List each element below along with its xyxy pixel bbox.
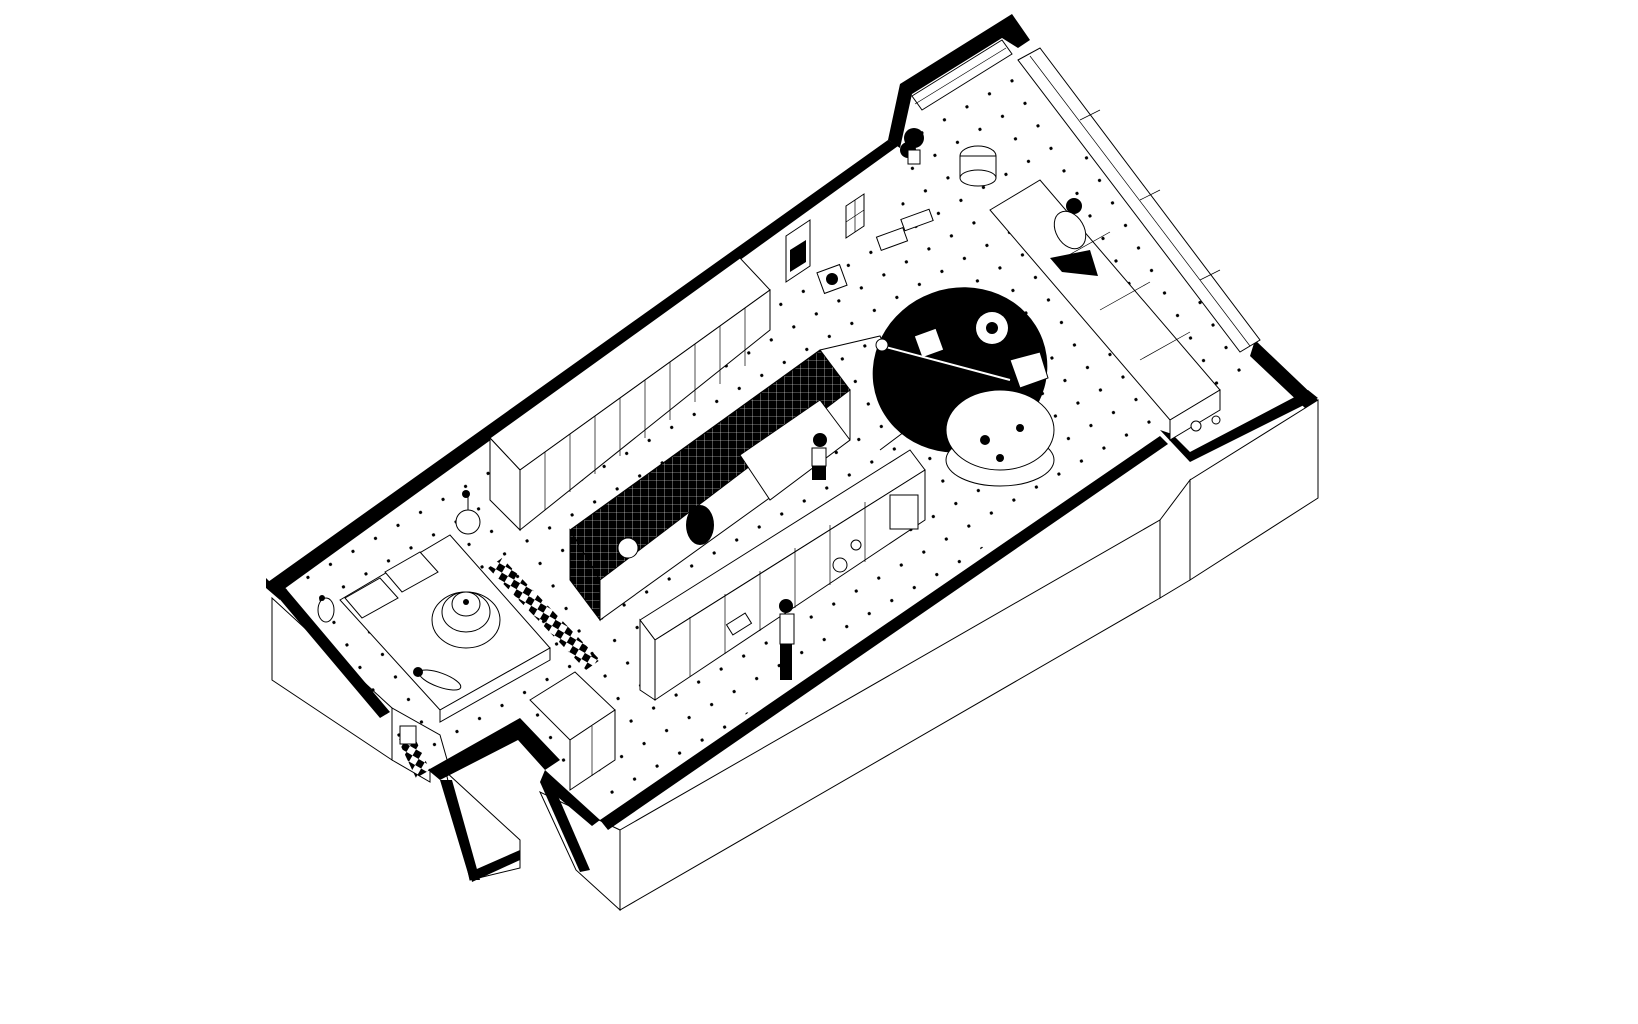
sofa-bench	[911, 39, 1261, 441]
bathroom-pod	[569, 335, 921, 622]
drum-side-table	[959, 145, 997, 187]
cat-on-bed	[413, 667, 462, 691]
wall-art	[785, 193, 865, 283]
sink-icon	[617, 537, 639, 559]
entry	[529, 671, 616, 791]
floor-lamp	[455, 490, 481, 535]
round-coffee-table	[945, 389, 1055, 487]
kitchen-sink-icon	[725, 612, 753, 636]
person-reclining	[1050, 198, 1098, 276]
bedside-lamp	[317, 595, 335, 623]
stove-icon	[832, 557, 848, 573]
perimeter-walls	[266, 14, 1318, 882]
living-room	[785, 128, 1055, 487]
books	[875, 208, 934, 252]
oven-icon	[889, 494, 919, 530]
shower-icon	[739, 399, 851, 501]
person-cooking	[779, 599, 795, 680]
potted-plant	[900, 128, 924, 165]
record-player	[816, 263, 848, 295]
bedroom	[317, 490, 600, 778]
kitchen	[639, 449, 926, 701]
toilet-icon	[686, 505, 714, 545]
pendant-lamp	[431, 591, 501, 649]
person-washing	[811, 433, 827, 480]
wardrobe	[489, 257, 771, 532]
